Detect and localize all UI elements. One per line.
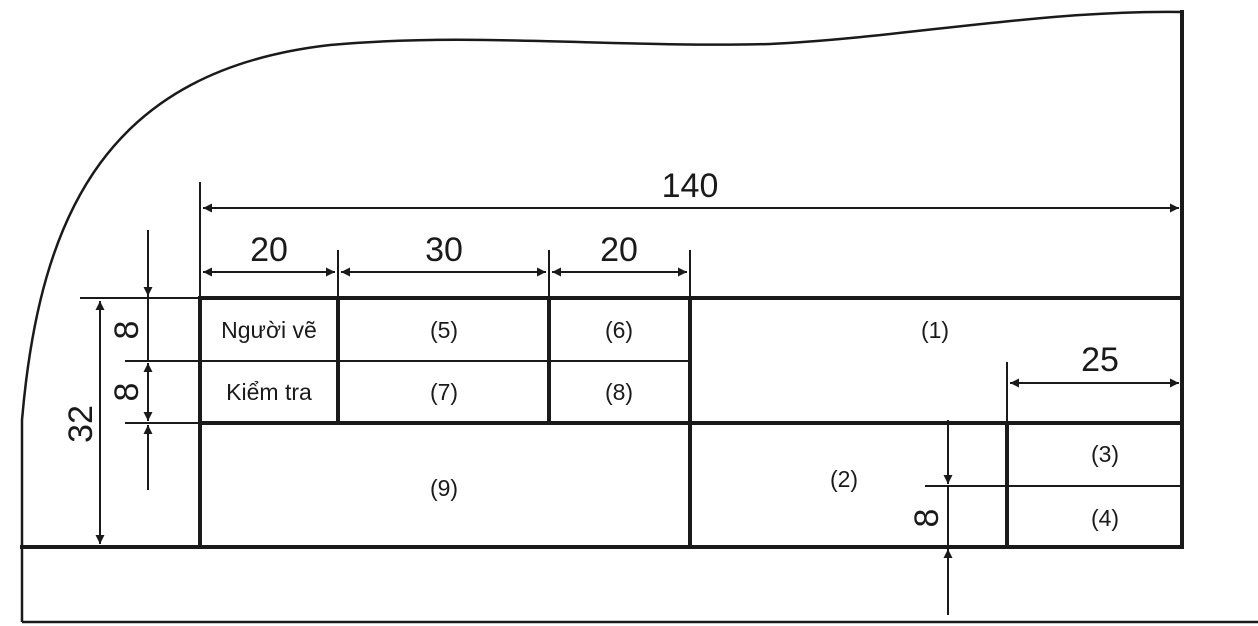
cell-1: (1) (921, 317, 949, 343)
dim-label-30: 30 (425, 231, 463, 269)
cell-8: (8) (605, 379, 633, 405)
cell-7: (7) (430, 379, 458, 405)
dim-label-8-row2: 8 (108, 383, 146, 402)
dim-label-8-row1: 8 (108, 321, 146, 340)
cell-checked-by: Kiểm tra (226, 379, 312, 405)
cell-5: (5) (430, 317, 458, 343)
cell-9: (9) (430, 475, 458, 501)
dim-label-140: 140 (662, 167, 719, 205)
dim-label-8-right: 8 (908, 509, 946, 528)
dim-label-20a: 20 (250, 231, 288, 269)
cell-4: (4) (1091, 505, 1119, 531)
cell-2: (2) (830, 466, 858, 492)
dim-label-32: 32 (62, 405, 100, 443)
cell-drawn-by: Người vẽ (221, 317, 317, 343)
cell-3: (3) (1091, 441, 1119, 467)
cell-6: (6) (605, 317, 633, 343)
dim-label-25: 25 (1081, 341, 1119, 379)
sheet-break-line (20, 10, 1183, 622)
dim-label-20b: 20 (600, 231, 638, 269)
